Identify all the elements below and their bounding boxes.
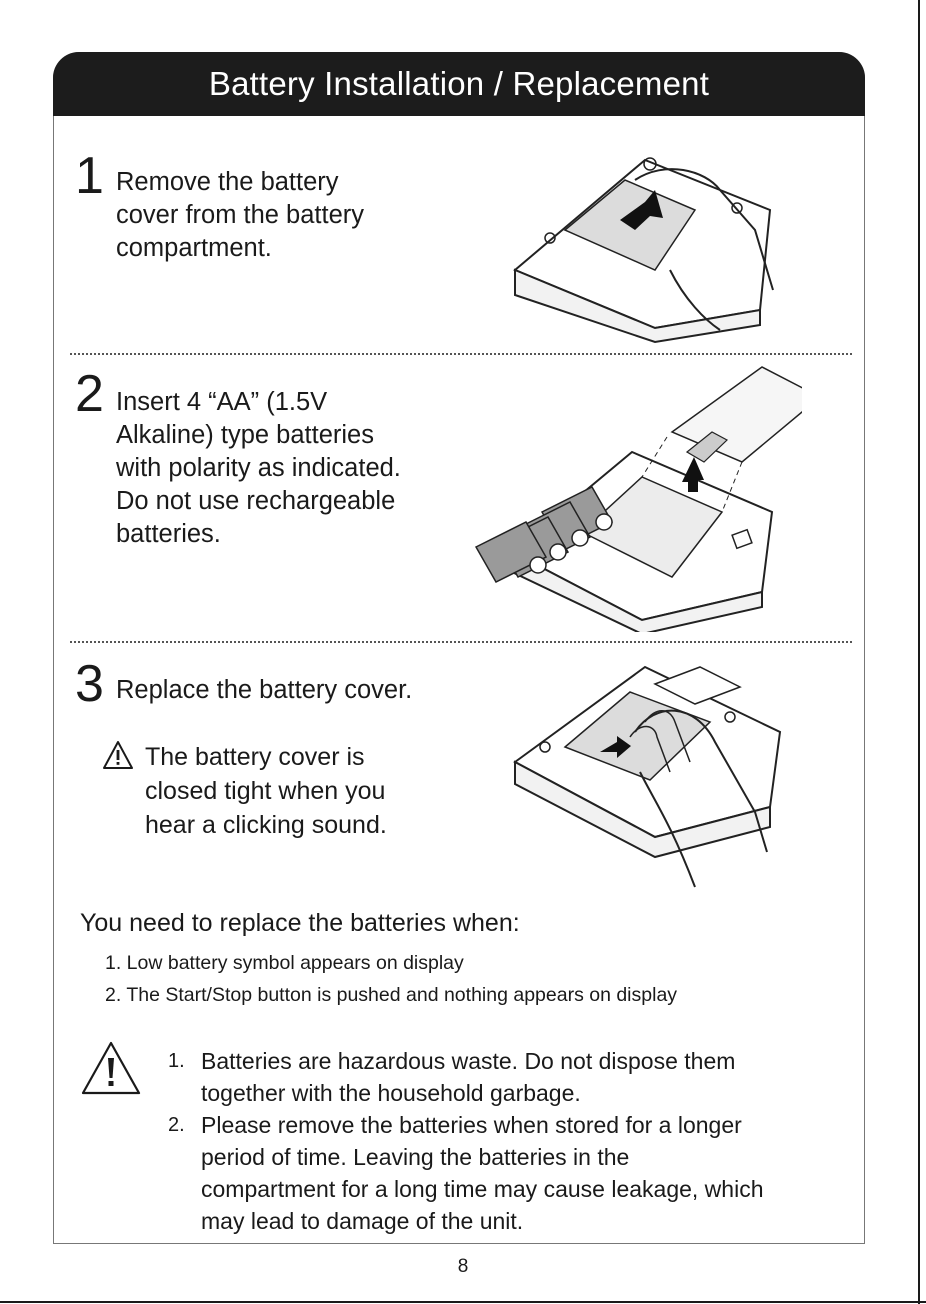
divider bbox=[70, 641, 852, 643]
divider bbox=[70, 353, 852, 355]
step-1-line: Remove the battery bbox=[116, 168, 339, 196]
warning-line: period of time. Leaving the batteries in… bbox=[201, 1144, 630, 1170]
page-bottom-rule bbox=[0, 1301, 926, 1303]
caution-icon bbox=[103, 741, 133, 769]
step-1-text: Remove the battery cover from the batter… bbox=[116, 166, 364, 265]
step-1-line: compartment. bbox=[116, 234, 272, 262]
warning-number: 2. bbox=[168, 1114, 185, 1136]
caution-line: hear a clicking sound. bbox=[145, 811, 387, 839]
step-2-line: Do not use rechargeable bbox=[116, 487, 396, 515]
step-2-text: Insert 4 “AA” (1.5V Alkaline) type batte… bbox=[116, 386, 401, 551]
replace-item: 2. The Start/Stop button is pushed and n… bbox=[105, 984, 678, 1006]
step-2-line: Alkaline) type batteries bbox=[116, 421, 374, 449]
page-number: 8 bbox=[457, 1256, 469, 1277]
caution-line: The battery cover is bbox=[145, 743, 365, 771]
step-3-text: Replace the battery cover. bbox=[116, 674, 412, 707]
step-2-line: batteries. bbox=[116, 520, 221, 548]
title-bar: Battery Installation / Replacement bbox=[53, 52, 865, 116]
warning-line: Please remove the batteries when stored … bbox=[201, 1112, 742, 1138]
warning-line: compartment for a long time may cause le… bbox=[201, 1176, 764, 1202]
remove-cover-illustration bbox=[513, 157, 774, 344]
step-2-line: with polarity as indicated. bbox=[116, 454, 401, 482]
replace-heading: You need to replace the batteries when: bbox=[80, 909, 520, 937]
warning-number: 1. bbox=[168, 1050, 185, 1072]
warning-line: may lead to damage of the unit. bbox=[201, 1208, 524, 1234]
step-1-number: 1 bbox=[75, 147, 104, 205]
step-3-number: 3 bbox=[75, 655, 104, 713]
replace-cover-illustration bbox=[513, 665, 782, 888]
step-2-number: 2 bbox=[75, 365, 104, 423]
page-edge-rule bbox=[918, 0, 920, 1304]
step-3-line: Replace the battery cover. bbox=[116, 676, 413, 704]
step-2-line: Insert 4 “AA” (1.5V bbox=[116, 388, 328, 416]
replace-item: 1. Low battery symbol appears on display bbox=[105, 952, 464, 974]
warning-line: Batteries are hazardous waste. Do not di… bbox=[201, 1048, 736, 1074]
step-1-line: cover from the battery bbox=[116, 201, 365, 229]
warning-line: together with the household garbage. bbox=[201, 1080, 581, 1106]
insert-batteries-illustration bbox=[474, 366, 802, 632]
caution-line: closed tight when you bbox=[145, 777, 386, 805]
warning-icon bbox=[81, 1041, 141, 1095]
page-title: Battery Installation / Replacement bbox=[208, 65, 710, 102]
